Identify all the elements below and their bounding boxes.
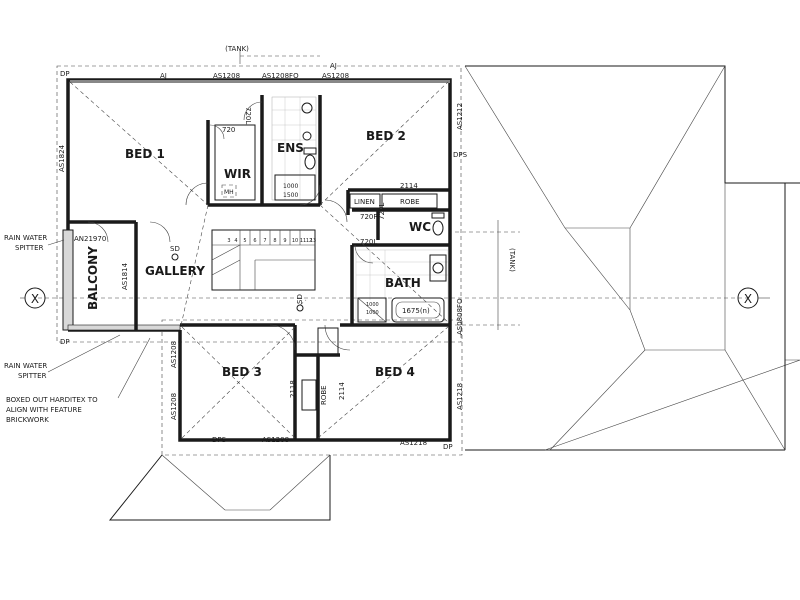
stair-number: 13: [310, 238, 316, 244]
external-walls: [62, 78, 452, 442]
doors: [87, 101, 374, 351]
stair-number: 3: [227, 238, 230, 244]
stair-number: 12: [306, 238, 312, 244]
room-label-robe-bed2: ROBE: [400, 198, 420, 206]
note-text: RAIN WATER: [4, 362, 47, 370]
room-label-bed1: BED 1: [125, 147, 165, 161]
ensuite-fixtures: [271, 96, 317, 201]
smoke-detector-label: SD: [170, 245, 180, 253]
tank-line-right: (TANK): [455, 220, 520, 330]
room-label-bed2: BED 2: [366, 129, 406, 143]
dimension-text: 720L: [244, 107, 252, 124]
window-code: AS1218: [456, 383, 464, 410]
window-code: AS1814: [121, 262, 129, 290]
annotation-notes: RAIN WATER SPITTER RAIN WATER SPITTER BO…: [4, 234, 151, 424]
smoke-detector-icon: [171, 253, 179, 261]
window-code: AS1208: [170, 341, 178, 368]
dimension-text: 720R: [360, 213, 378, 221]
roof-outline-right: [464, 65, 800, 451]
downpipe-spreader-marker: DPS: [453, 151, 468, 159]
dimension-text: 1500: [283, 192, 298, 199]
overhang-outline: [56, 65, 462, 343]
downpipe-marker: DP: [443, 443, 453, 451]
ens-basin-icon: [301, 102, 313, 114]
room-label-linen: LINEN: [354, 198, 375, 206]
dimension-text: 720: [222, 126, 235, 134]
window-code: AS1208: [262, 436, 289, 444]
smoke-detector-label: SD: [296, 294, 304, 304]
dimension-text: 1675(n): [402, 307, 430, 315]
room-label-ens: ENS: [277, 141, 304, 155]
downpipe-spreader-marker: DPS: [212, 436, 227, 444]
room-label-bed3: BED 3: [222, 365, 262, 379]
dimension-text: 2114: [338, 382, 346, 400]
ens-shower-box: [274, 174, 316, 201]
section-label-left: X: [31, 292, 39, 306]
wc-toilet-icon: [432, 220, 444, 236]
stair-number: 4: [234, 238, 237, 244]
window-code: AS1208: [170, 393, 178, 420]
window-code: AS1218: [400, 439, 427, 447]
stair-number: 8: [273, 238, 276, 244]
stair-number: 7: [263, 238, 266, 244]
note-text: RAIN WATER: [4, 234, 47, 242]
staircase: 3 4 5 6 7 8 9 10 11 12 13: [211, 229, 316, 291]
dimension-text: 720L: [378, 203, 386, 220]
note-text: BRICKWORK: [6, 416, 49, 424]
note-text: SPITTER: [15, 244, 44, 252]
tank-label-right: (TANK): [508, 248, 516, 272]
room-label-bath: BATH: [385, 276, 421, 290]
ens-toilet-icon: [304, 154, 316, 170]
dimension-text: 720L: [360, 238, 377, 246]
dimension-text: 2114: [400, 182, 418, 190]
room-label-wc: WC: [409, 220, 431, 234]
stair-number: 5: [243, 238, 246, 244]
dimension-text: 1000: [366, 310, 379, 316]
roof-outline-bottom: [108, 454, 331, 521]
section-label-right: X: [744, 292, 752, 306]
manhole-label: MH: [224, 189, 234, 196]
stair-number: 11: [300, 238, 306, 244]
dimension-text: 1000: [283, 183, 298, 190]
window-code: AS1208: [322, 72, 349, 80]
stair-number: 6: [253, 238, 256, 244]
room-label-robe-hall: ROBE: [320, 385, 328, 405]
room-label-wir: WIR: [224, 167, 251, 181]
smoke-detectors: [171, 253, 307, 312]
downpipe-marker: DP: [60, 338, 70, 346]
window-code: AS0808FO: [456, 298, 464, 335]
window-code: AS1212: [456, 103, 464, 130]
ceiling-diagonals: [69, 81, 449, 439]
window-code: AN21970: [74, 235, 106, 243]
stair-number: 10: [292, 238, 298, 244]
note-text: SPITTER: [18, 372, 47, 380]
window-code: AS1208FO: [262, 72, 299, 80]
room-label-bed4: BED 4: [375, 365, 415, 379]
articulation-joint-marker: AJ: [160, 72, 167, 80]
storage-boxes: [214, 124, 438, 411]
tank-label-top: (TANK): [225, 45, 249, 53]
section-line: X X: [20, 287, 770, 309]
room-label-gallery: GALLERY: [145, 264, 205, 278]
manhole-box: [221, 184, 237, 198]
window-code: AS1824: [58, 144, 66, 172]
room-label-balcony: BALCONY: [86, 246, 100, 310]
note-text: BOXED OUT HARDITEX TO: [6, 396, 98, 404]
stair-number: 9: [283, 238, 286, 244]
window-code: AS1208: [213, 72, 240, 80]
bathtub-icon: [391, 297, 445, 323]
dimension-text: 2118: [289, 380, 297, 398]
dimension-text: 1000: [366, 302, 379, 308]
shower-icon: [357, 297, 387, 323]
bath-fixtures: [355, 212, 449, 323]
bath-basin-icon: [432, 262, 444, 274]
smoke-detector-icon: [296, 304, 304, 312]
note-text: ALIGN WITH FEATURE: [6, 406, 82, 414]
downpipe-marker: DP: [60, 70, 70, 78]
